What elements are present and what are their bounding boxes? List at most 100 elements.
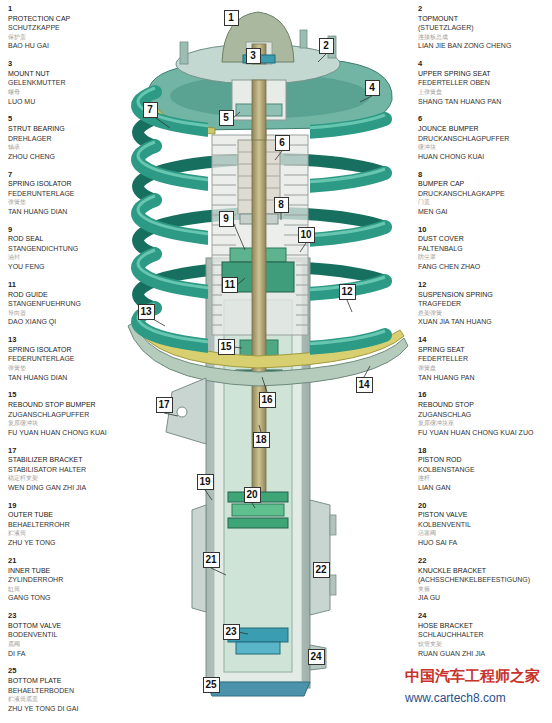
item-number: 21 <box>8 557 16 565</box>
part-name-zh: 夹箍 <box>418 586 430 592</box>
callout-box: 12 <box>339 284 356 300</box>
knuckle-bracket <box>310 500 330 615</box>
part-name-pinyin: DI FA <box>8 650 26 657</box>
callout-box: 15 <box>218 339 235 355</box>
part-name-de: ZYLINDERROHR <box>8 576 63 583</box>
callout-box: 7 <box>143 102 158 118</box>
part-name-de: DREHLAGER <box>8 135 52 142</box>
part-name-pinyin: ZHU YE TONG <box>8 539 55 546</box>
leader-line <box>153 54 372 686</box>
part-name-pinyin: TAN HUANG PAN <box>418 374 475 381</box>
part-name-en: REBOUND STOP BUMPER <box>8 401 96 408</box>
item-number: 15 <box>8 391 16 399</box>
part-name-pinyin: DAO XIANG QI <box>8 318 56 325</box>
part-name-zh: 贮液筒 <box>8 530 26 536</box>
part-name-pinyin: RUAN GUAN ZHI JIA <box>418 650 485 657</box>
part-name-zh: 贮液筒底盖 <box>8 696 38 702</box>
callout-box: 5 <box>219 110 234 126</box>
part-name-en: REBOUND STOP <box>418 401 474 408</box>
item-number: 7 <box>8 171 12 179</box>
part-name-en: STABILIZER BRACKET <box>8 456 83 463</box>
part-name-en: PISTON VALVE <box>418 511 467 518</box>
callout-box: 1 <box>224 10 239 26</box>
piston-valve <box>228 518 288 528</box>
part-name-en: PROTECTION CAP <box>8 15 70 22</box>
part-name-zh: 上弹簧盘 <box>418 89 442 95</box>
part-name-de: DRUCKANSCHLAGKAPPE <box>418 190 505 197</box>
part-name-en: HOSE BRACKET <box>418 622 473 629</box>
part-name-zh: 缓冲块 <box>418 144 436 150</box>
callout-number: 21 <box>206 553 217 567</box>
part-name-de: BEHAELTERROHR <box>8 521 70 528</box>
callout-number: 1 <box>227 11 236 25</box>
callout-number: 8 <box>277 198 286 212</box>
top-mount <box>176 44 340 84</box>
part-name-en: SUSPENSION SPRING <box>418 291 493 298</box>
callout-number: 20 <box>247 488 258 502</box>
spring-coil-front <box>138 146 385 187</box>
part-name-en: MOUNT NUT <box>8 70 50 77</box>
piston-rod <box>252 80 266 140</box>
part-name-en: BUMPER CAP <box>418 180 464 187</box>
part-name-de: SCHUTZKAPPE <box>8 24 60 31</box>
item-number: 17 <box>8 447 16 455</box>
part-name-de: FEDERTELLER <box>418 355 468 362</box>
part-name-zh: 连接板总成 <box>418 34 448 40</box>
part-name-en: KNUCKLE BRACKET <box>418 567 486 574</box>
part-name-de: KOLBENVENTIL <box>418 521 471 528</box>
item-number: 24 <box>418 612 426 620</box>
part-name-pinyin: JIA GU <box>418 594 440 601</box>
part-name-en: INNER TUBE <box>8 567 50 574</box>
part-name-en: BOTTOM PLATE <box>8 677 61 684</box>
callout-number: 3 <box>249 49 258 63</box>
bottom-plate <box>206 682 310 696</box>
bracket-hole <box>177 407 187 417</box>
callout-number: 19 <box>200 475 211 489</box>
part-name-pinyin: FANG CHEN ZHAO <box>418 263 480 270</box>
part-name-zh: 油封 <box>8 254 20 260</box>
callout-number: 4 <box>368 81 377 95</box>
part-name-en: PISTON ROD <box>418 456 461 463</box>
item-number: 9 <box>8 226 12 234</box>
part-name-pinyin: YOU FENG <box>8 263 45 270</box>
callout-box: 3 <box>246 48 261 64</box>
part-name-de: SCHLAUCHHALTER <box>418 631 484 638</box>
part-name-de: STANGENDICHTUNG <box>8 245 78 252</box>
piston-valve <box>232 504 284 516</box>
knuckle-bracket-tab <box>330 575 336 595</box>
part-name-de: TRAGFEDER <box>418 300 461 307</box>
item-number: 12 <box>418 281 426 289</box>
item-number: 2 <box>418 5 422 13</box>
part-name-zh: 悬架弹簧 <box>418 310 442 316</box>
part-name-zh: 软管支架 <box>418 641 442 647</box>
part-name-en: SPRING ISOLATOR <box>8 180 72 187</box>
item-number: 13 <box>8 336 16 344</box>
part-name-zh: 活塞阀 <box>418 530 436 536</box>
callout-box: 9 <box>219 211 234 227</box>
callout-box: 11 <box>222 277 239 293</box>
part-name-pinyin: LIAN JIE BAN ZONG CHENG <box>418 42 511 49</box>
callout-number: 17 <box>159 398 170 412</box>
part-name-en: ROD GUIDE <box>8 291 48 298</box>
callout-number: 18 <box>256 433 267 447</box>
part-name-en: BOTTOM VALVE <box>8 622 61 629</box>
part-name-de: (STUETZLAGER) <box>418 24 474 31</box>
part-name-en: JOUNCE BUMPER <box>418 125 479 132</box>
part-name-zh: 连杆 <box>418 475 430 481</box>
item-number: 6 <box>418 115 422 123</box>
part-name-zh: 防尘罩 <box>418 254 436 260</box>
callout-box: 20 <box>244 487 261 503</box>
callout-number: 23 <box>226 625 237 639</box>
item-number: 1 <box>8 5 12 13</box>
part-name-en: STRUT BEARING <box>8 125 65 132</box>
item-number: 20 <box>418 502 426 510</box>
part-name-pinyin: TAN HUANG DIAN <box>8 374 67 381</box>
callout-box: 10 <box>298 227 315 243</box>
part-name-zh: 弹簧垫 <box>8 199 26 205</box>
part-name-pinyin: HUAN CHONG KUAI <box>418 153 484 160</box>
part-name-pinyin: LUO MU <box>8 98 35 105</box>
part-name-pinyin: TAN HUANG DIAN <box>8 208 67 215</box>
item-number: 16 <box>418 391 426 399</box>
part-name-zh: 缸筒 <box>8 586 20 592</box>
callout-number: 5 <box>222 111 231 125</box>
